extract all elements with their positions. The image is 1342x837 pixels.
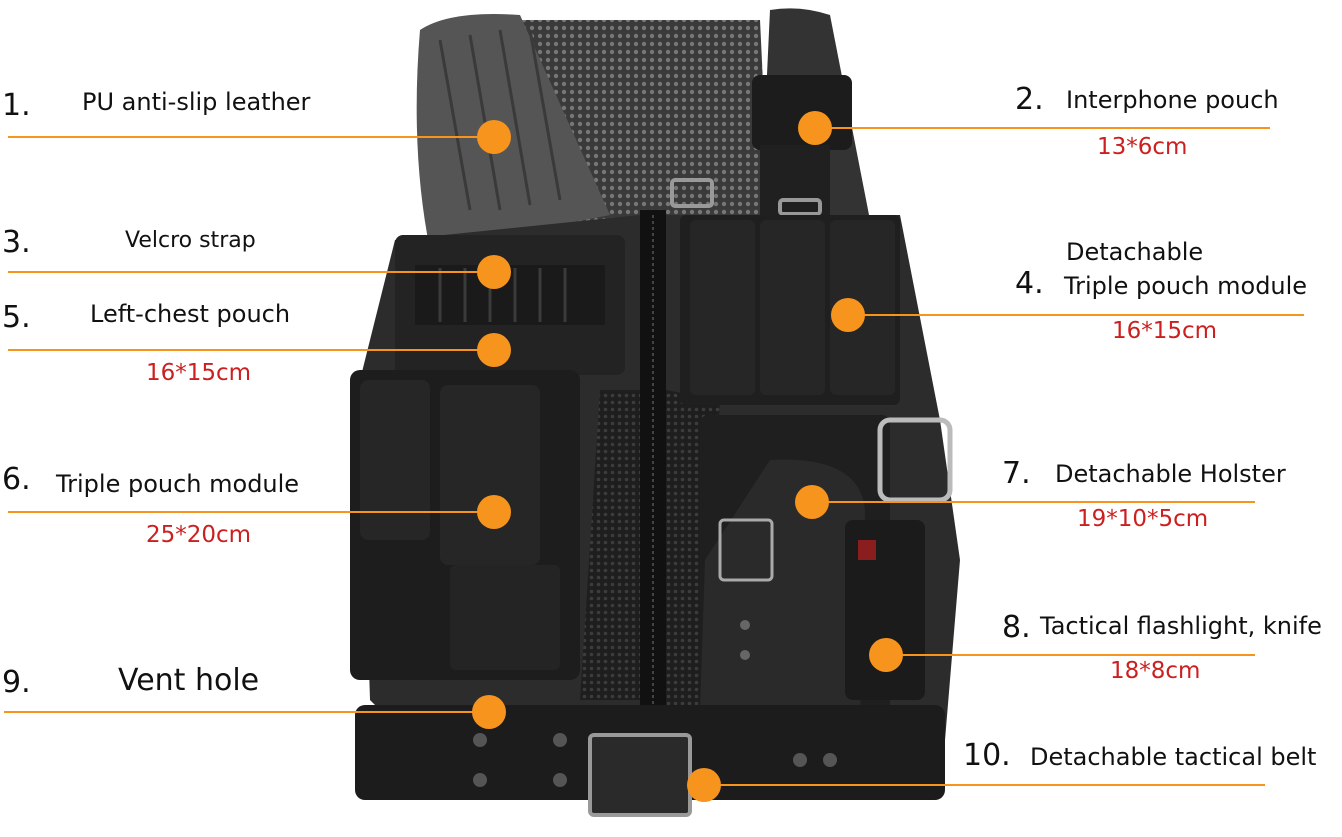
callout-10-name: Detachable tactical belt xyxy=(1030,743,1317,771)
marker-4 xyxy=(831,298,865,332)
callout-9-name: Vent hole xyxy=(118,663,260,698)
callout-2-size: 13*6cm xyxy=(1097,134,1188,160)
callout-7-name: Detachable Holster xyxy=(1055,460,1286,488)
callout-4-name-line2: Triple pouch module xyxy=(1064,272,1308,300)
callout-6-size: 25*20cm xyxy=(146,522,252,548)
callout-5-size: 16*15cm xyxy=(146,360,252,386)
callout-10-number: 10. xyxy=(963,738,1011,773)
callout-1-number: 1. xyxy=(2,88,31,123)
marker-6 xyxy=(477,495,511,529)
marker-5 xyxy=(477,333,511,367)
callout-4-size: 16*15cm xyxy=(1112,318,1218,344)
callout-8-size: 18*8cm xyxy=(1110,658,1201,684)
callout-3-number: 3. xyxy=(2,225,31,260)
marker-7 xyxy=(795,485,829,519)
holster-shape xyxy=(700,459,865,740)
callout-7-number: 7. xyxy=(1002,456,1031,491)
vest-illustration xyxy=(350,8,960,817)
marker-2 xyxy=(798,111,832,145)
callout-markers xyxy=(472,111,903,802)
marker-1 xyxy=(477,120,511,154)
marker-8 xyxy=(869,638,903,672)
callout-4-number: 4. xyxy=(1015,266,1044,301)
callout-2-number: 2. xyxy=(1015,82,1044,117)
callout-8-number: 8. xyxy=(1002,610,1031,645)
callout-6-name: Triple pouch module xyxy=(56,470,300,498)
marker-9 xyxy=(472,695,506,729)
callout-2-name: Interphone pouch xyxy=(1066,86,1279,114)
callout-3-name: Velcro strap xyxy=(125,228,256,253)
callout-lines xyxy=(4,127,1304,786)
callout-9-number: 9. xyxy=(2,665,31,700)
callout-4-name-line1: Detachable xyxy=(1066,238,1204,266)
marker-10 xyxy=(687,768,721,802)
callout-8-name: Tactical flashlight, knife xyxy=(1040,612,1322,640)
callout-5-number: 5. xyxy=(2,300,31,335)
callout-1-name: PU anti-slip leather xyxy=(82,88,311,116)
marker-3 xyxy=(477,255,511,289)
callout-7-size: 19*10*5cm xyxy=(1077,506,1209,532)
callout-6-number: 6. xyxy=(2,462,31,497)
flashlight-knife-holder xyxy=(845,520,925,700)
callout-5-name: Left-chest pouch xyxy=(90,300,291,328)
left-shoulder-strap xyxy=(416,14,610,250)
